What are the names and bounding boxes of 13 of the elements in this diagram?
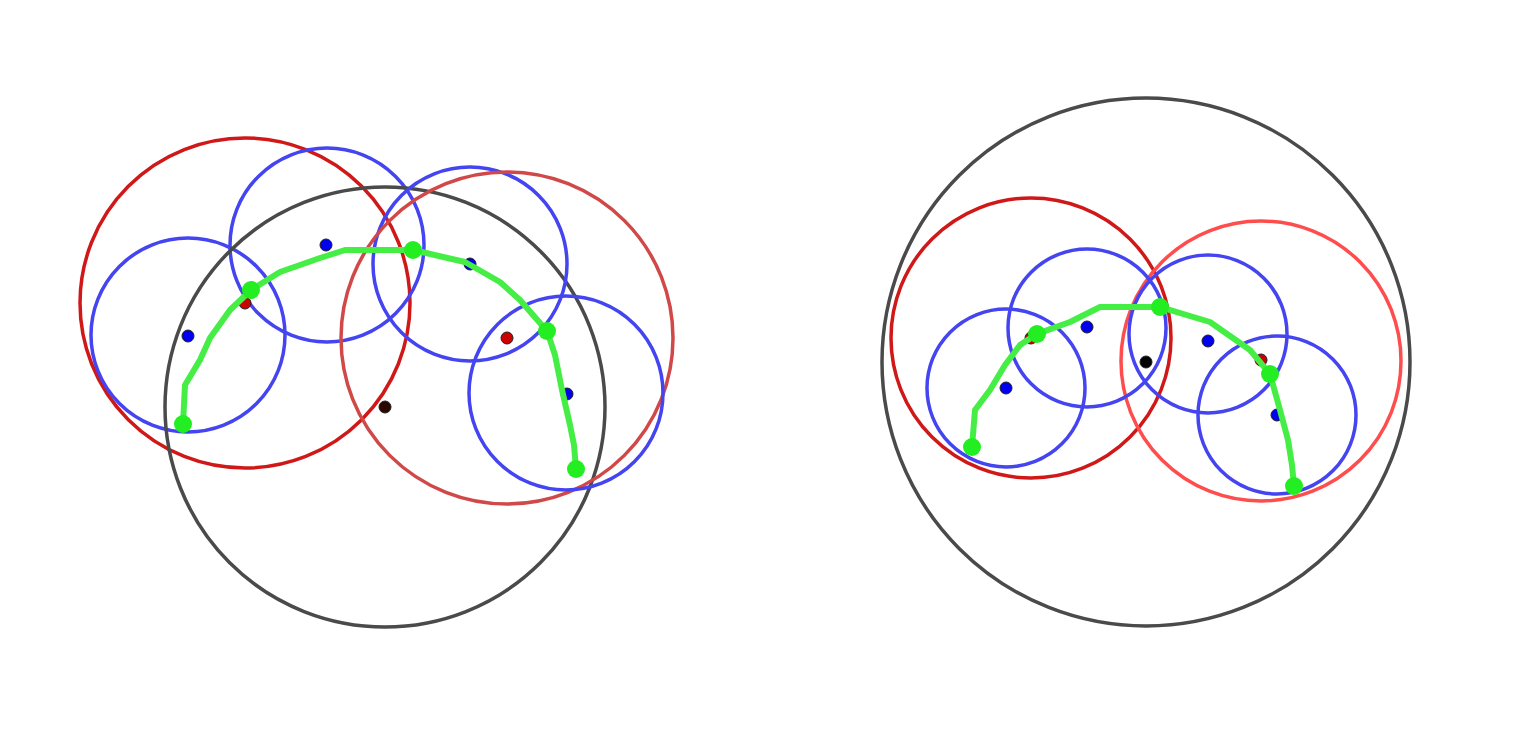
point-marker — [404, 241, 422, 259]
connector-line — [1165, 306, 1268, 371]
point-marker — [567, 460, 585, 478]
connector-line — [418, 249, 545, 328]
connector-line — [180, 293, 248, 418]
point-marker — [1261, 365, 1279, 383]
point-marker — [1028, 325, 1046, 343]
point-marker — [1285, 477, 1303, 495]
point-marker — [963, 438, 981, 456]
point-marker — [174, 415, 192, 433]
point-marker — [538, 322, 556, 340]
point-marker — [242, 281, 260, 299]
point-marker — [1151, 298, 1169, 316]
